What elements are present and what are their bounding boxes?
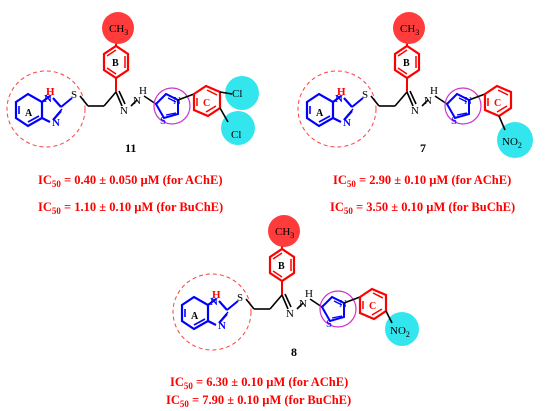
atom-n: N	[299, 298, 307, 310]
ic50-buche-7: IC50 = 3.50 ± 0.10 µM (for BuChE)	[330, 200, 515, 216]
atom-n: N	[44, 93, 52, 105]
atom-n: N	[464, 95, 472, 107]
ring-label-c: C	[494, 98, 501, 109]
atom-h: H	[212, 289, 221, 301]
compound-number: 8	[291, 345, 297, 359]
atom-n: N	[52, 117, 60, 129]
atom-ch3: CH3	[109, 23, 128, 37]
atom-n: N	[173, 95, 181, 107]
ic50-ache-11: IC50 = 0.40 ± 0.050 µM (for AChE)	[38, 173, 222, 189]
ring-label-b: B	[403, 58, 410, 69]
atom-s: S	[326, 318, 332, 330]
atom-s: S	[160, 115, 166, 127]
compound-number: 11	[125, 141, 136, 155]
atom-n: N	[424, 95, 432, 107]
ring-label-a: A	[25, 108, 33, 119]
ring-label-b: B	[278, 261, 285, 272]
ic50-ache-7: IC50 = 2.90 ± 0.10 µM (for AChE)	[333, 173, 511, 189]
atom-n: N	[120, 105, 128, 117]
atom-n: N	[218, 320, 226, 332]
compound-11-structure: Cl Cl CH3 B A C H N N S N N H N S	[5, 10, 259, 149]
atom-s: S	[71, 89, 77, 101]
atom-h: H	[305, 288, 313, 300]
compound-8-structure: NO2 CH3 B A C H N N S N N H N S	[171, 213, 419, 352]
substituent-highlight-circle	[221, 111, 255, 145]
ring-label-a: A	[316, 108, 324, 119]
atom-cl-1: Cl	[232, 88, 242, 100]
atom-n: N	[411, 105, 419, 117]
ring-label-b: B	[112, 58, 119, 69]
ic50-ache-8: IC50 = 6.30 ± 0.10 µM (for AChE)	[170, 375, 348, 391]
atom-n: N	[210, 296, 218, 308]
atom-s: S	[237, 292, 243, 304]
atom-no2: NO2	[502, 136, 522, 150]
substituent-highlight-circle	[497, 122, 533, 158]
substituent-highlight-circle	[225, 76, 259, 110]
compound-number: 7	[420, 141, 426, 155]
atom-n: N	[335, 93, 343, 105]
atom-s: S	[451, 115, 457, 127]
ring-label-a: A	[191, 311, 199, 322]
atom-no2: NO2	[390, 325, 410, 339]
atom-h: H	[46, 86, 55, 98]
substituent-highlight-circle	[385, 312, 419, 346]
atom-h: H	[139, 85, 147, 97]
compound-7-structure: NO2 CH3 B A C H N N S N N H N S	[296, 10, 533, 158]
atom-n: N	[343, 117, 351, 129]
ic50-buche-8: IC50 = 7.90 ± 0.10 µM (for BuChE)	[166, 393, 351, 409]
atom-h: H	[337, 86, 346, 98]
atom-ch3: CH3	[275, 226, 294, 240]
atom-s: S	[362, 89, 368, 101]
ring-label-c: C	[369, 301, 376, 312]
ic50-buche-11: IC50 = 1.10 ± 0.10 µM (for BuChE)	[38, 200, 223, 216]
atom-h: H	[430, 85, 438, 97]
atom-ch3: CH3	[400, 23, 419, 37]
atom-n: N	[286, 308, 294, 320]
atom-n: N	[339, 298, 347, 310]
ring-label-c: C	[203, 98, 210, 109]
atom-n: N	[133, 95, 141, 107]
atom-cl-2: Cl	[231, 129, 241, 141]
